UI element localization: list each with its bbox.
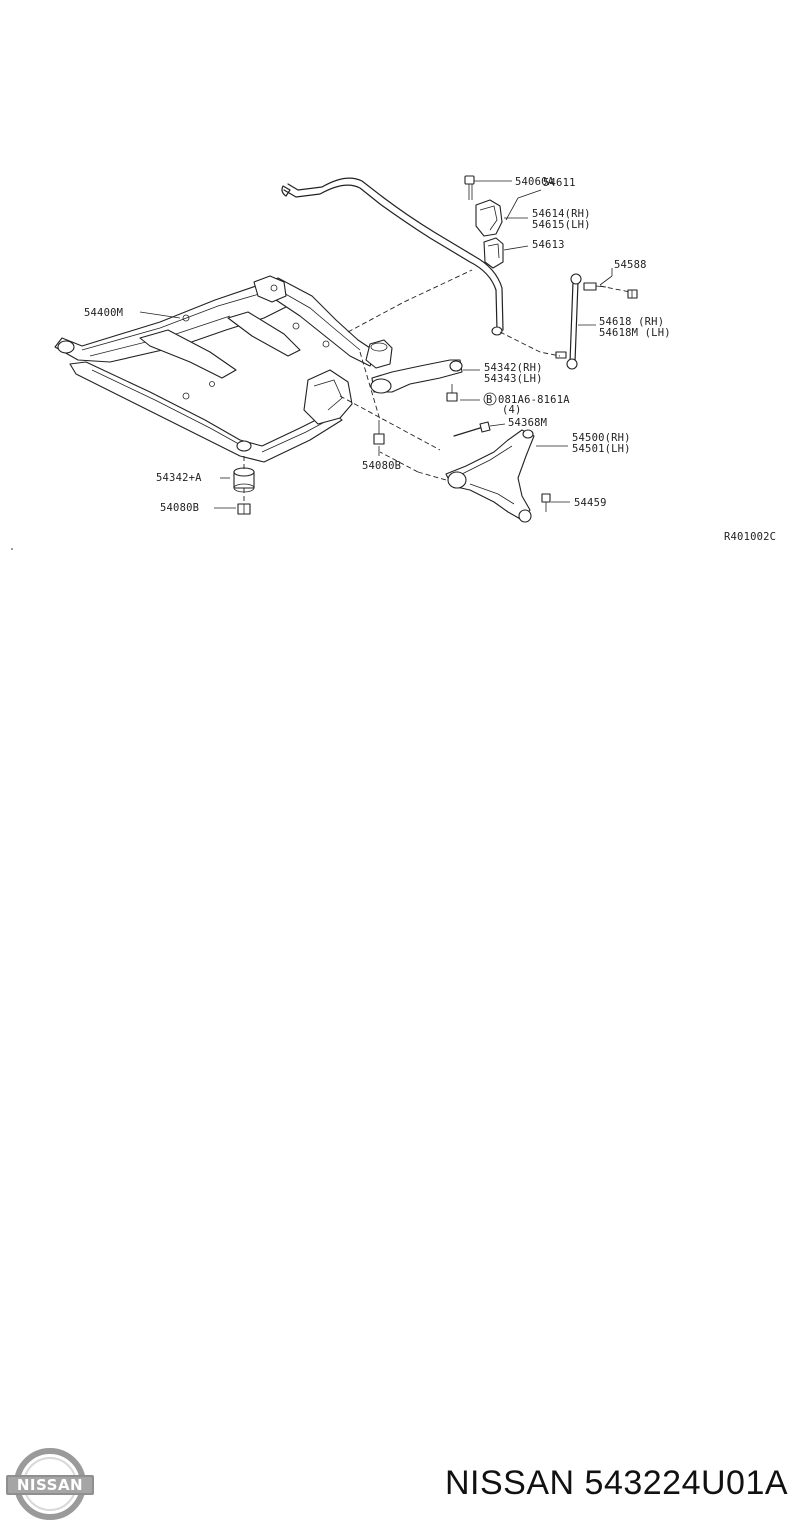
bolt-54368m <box>453 421 491 437</box>
nissan-logo: NISSAN <box>6 1448 94 1520</box>
callout-54611: 54611 <box>543 177 576 189</box>
bolt-callout-group: B 081A6-8161A (4) <box>483 392 570 416</box>
callout-54342-rh: 54342(RH) <box>484 362 543 374</box>
stray-dot <box>11 548 13 550</box>
callout-54613: 54613 <box>532 239 565 251</box>
callout-081a6: 081A6-8161A <box>498 394 570 406</box>
center-nut <box>373 420 385 445</box>
callout-54080b-center: 54080B <box>362 460 401 472</box>
callout-54500-rh: 54500(RH) <box>572 432 631 444</box>
ball-joint-bolt <box>541 493 551 512</box>
bushing-bolt <box>464 175 475 200</box>
callout-54459: 54459 <box>574 497 607 509</box>
callout-54060a: 54060A <box>515 176 555 188</box>
bolt-081a6 <box>446 384 458 402</box>
logo-wordmark: NISSAN <box>17 1476 83 1494</box>
leader-lines <box>139 180 613 509</box>
left-nut <box>237 503 251 515</box>
footer: NISSAN NISSAN 543224U01A <box>0 720 800 1520</box>
callout-54343-lh: 54343(LH) <box>484 373 543 385</box>
stabilizer-bar <box>281 177 504 336</box>
callout-54618m-lh: 54618M (LH) <box>599 327 671 339</box>
callout-54080b-left: 54080B <box>160 502 199 514</box>
suspension-parts-diagram: 54611 54060A 54614(RH) 54615(LH) 54613 5… <box>11 175 776 550</box>
callout-54615: 54615(LH) <box>532 219 591 231</box>
callout-bolt-qty: (4) <box>502 404 522 416</box>
link-nut <box>627 289 638 299</box>
assembly-dashed-lines <box>243 269 631 504</box>
callout-54614: 54614(RH) <box>532 208 591 220</box>
stabilizer-bushing <box>483 237 504 269</box>
callout-54501-lh: 54501(LH) <box>572 443 631 455</box>
callout-54368m: 54368M <box>508 417 547 429</box>
stabilizer-bracket <box>475 199 503 237</box>
callout-54342a: 54342+A <box>156 472 202 484</box>
callout-54588: 54588 <box>614 259 647 271</box>
lower-control-arm <box>445 429 535 523</box>
part-number-title: NISSAN 543224U01A <box>445 1464 789 1502</box>
callout-circle-letter: B <box>486 394 493 406</box>
crossmember <box>54 275 377 463</box>
reference-code: R401002C <box>724 531 776 543</box>
mount-insulator <box>233 467 255 493</box>
link-arm <box>370 359 463 394</box>
callout-54618-rh: 54618 (RH) <box>599 316 664 328</box>
center-mount-bushing <box>365 339 393 369</box>
callout-54400m: 54400M <box>84 307 123 319</box>
stabilizer-link <box>555 273 607 370</box>
